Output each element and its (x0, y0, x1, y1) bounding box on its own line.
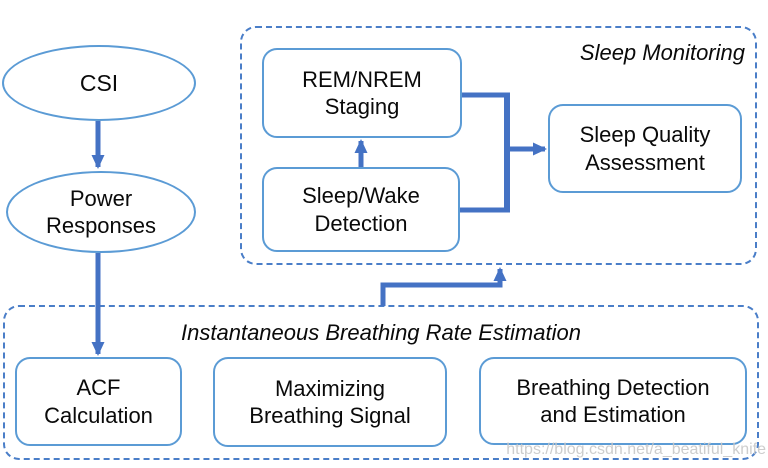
node-sleep-quality-assessment-label: Sleep Quality Assessment (579, 122, 711, 175)
sleep-monitoring-title: Sleep Monitoring (579, 40, 745, 65)
node-maximizing-breathing-signal-label: Maximizing Breathing Signal (249, 375, 411, 429)
watermark-url: https://blog.csdn.net/a_beatiful_knife (506, 441, 766, 458)
node-power-responses-label: Power Responses (45, 185, 157, 239)
node-rem-nrem-staging: REM/NREM Staging (262, 48, 462, 138)
node-power-responses: Power Responses (6, 171, 196, 253)
node-breathing-detection-estimation-label: Breathing Detection and Estimation (516, 374, 710, 428)
node-sleep-wake-detection-label: Sleep/Wake Detection (302, 183, 420, 236)
node-breathing-detection-estimation: Breathing Detection and Estimation (479, 357, 747, 445)
breathing-estimation-group: Instantaneous Breathing Rate Estimation (3, 305, 759, 460)
sleep-monitoring-group: Sleep Monitoring (240, 26, 757, 265)
node-csi-label: CSI (79, 69, 119, 96)
node-acf-calculation-label: ACF Calculation (44, 375, 153, 428)
node-rem-nrem-staging-label: REM/NREM Staging (302, 66, 422, 120)
node-csi: CSI (2, 45, 196, 121)
node-maximizing-breathing-signal: Maximizing Breathing Signal (213, 357, 447, 447)
node-acf-calculation: ACF Calculation (15, 357, 182, 446)
arrow-breathing-to-sleep (380, 267, 507, 306)
node-sleep-quality-assessment: Sleep Quality Assessment (548, 104, 742, 193)
breathing-estimation-title: Instantaneous Breathing Rate Estimation (181, 320, 581, 345)
node-sleep-wake-detection: Sleep/Wake Detection (262, 167, 460, 252)
